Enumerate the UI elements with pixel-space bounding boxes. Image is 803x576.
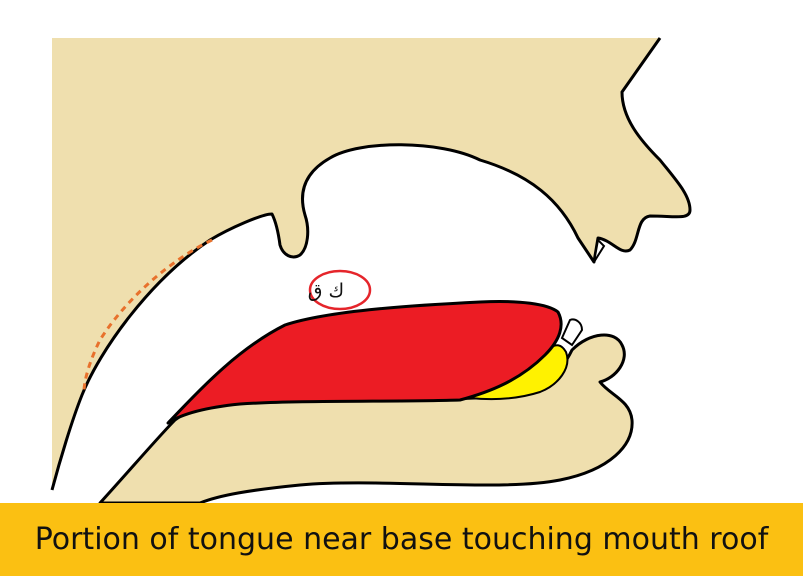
head-silhouette bbox=[52, 38, 690, 490]
diagram-caption: Portion of tongue near base touching mou… bbox=[34, 522, 769, 557]
tongue bbox=[166, 300, 563, 425]
articulation-letters: ك ق bbox=[307, 280, 345, 302]
upper-mouth-outline bbox=[50, 37, 692, 491]
upper-tooth bbox=[593, 237, 606, 263]
lower-tooth bbox=[560, 318, 584, 347]
caption-bar: Portion of tongue near base touching mou… bbox=[0, 503, 803, 576]
articulation-point-marker bbox=[308, 269, 372, 311]
caption-band bbox=[0, 503, 803, 576]
soft-palate-dotted-line bbox=[82, 238, 213, 393]
